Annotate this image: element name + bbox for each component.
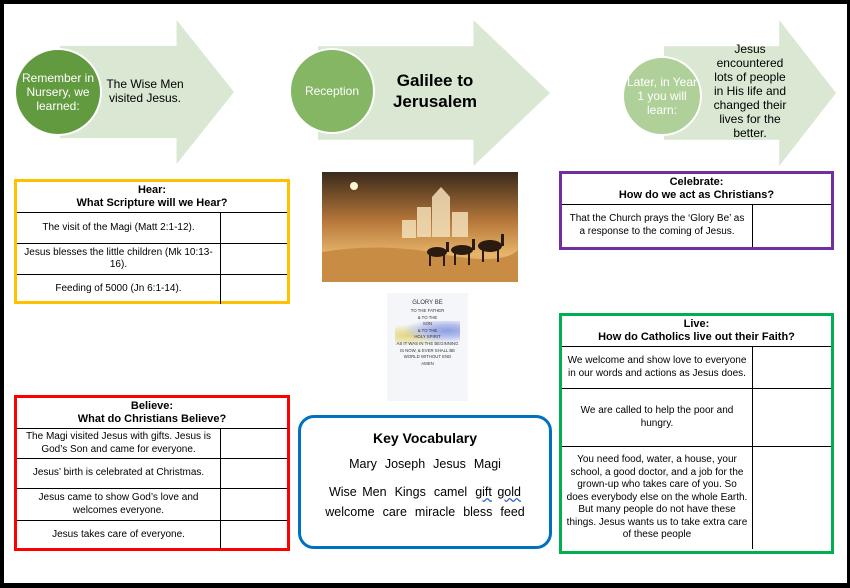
vocab-title: Key Vocabulary xyxy=(372,430,477,446)
prayer-line: GLORY BE xyxy=(412,300,443,306)
vocab-word: gold xyxy=(497,485,521,499)
believe-row: Jesus came to show God’s love and welcom… xyxy=(17,488,221,521)
hear-box: Hear:What Scripture will we Hear? The vi… xyxy=(14,179,290,304)
prayer-line: AS IT WAS IN THE BEGINNING xyxy=(396,340,459,346)
live-check-cell[interactable] xyxy=(752,346,831,389)
live-row: We welcome and show love to everyone in … xyxy=(562,346,753,389)
live-check-cell[interactable] xyxy=(752,446,831,549)
prayer-line: HOLY SPIRIT xyxy=(414,334,441,340)
believe-check-cell[interactable] xyxy=(220,428,287,459)
vocab-word: camel xyxy=(433,485,468,499)
vocab-word: feed xyxy=(500,505,525,519)
live-box: Live:How do Catholics live out their Fai… xyxy=(559,313,834,554)
believe-row: Jesus’ birth is celebrated at Christmas. xyxy=(17,458,221,489)
vocab-word: Jesus xyxy=(433,457,466,471)
prayer-line: TO THE FATHER xyxy=(410,308,445,313)
prayer-line: & TO THE xyxy=(417,314,438,320)
hear-heading: Hear:What Scripture will we Hear? xyxy=(17,182,287,213)
dove-wings-icon xyxy=(395,321,460,345)
magi-image xyxy=(322,172,518,282)
vocab-word: Joseph xyxy=(384,457,426,471)
circle-nursery: Remember in Nursery, we learned: xyxy=(14,48,102,136)
vocab-word: gift xyxy=(475,485,492,499)
prayer-line: WORLD WITHOUT END xyxy=(403,354,452,360)
vocab-word: Mary xyxy=(349,457,377,471)
prayer-line: AMEN xyxy=(421,360,434,366)
prayer-line: IS NOW, & EVER SHALL BE xyxy=(399,347,456,353)
live-row: We are called to help the poor and hungr… xyxy=(562,388,753,447)
vocab-word: welcome xyxy=(325,505,375,519)
circle-year1: Later, in Year 1 you will learn: xyxy=(622,56,702,136)
live-check-cell[interactable] xyxy=(752,388,831,447)
circle-year1-label: Later, in Year 1 you will learn: xyxy=(626,75,698,117)
reception-title: Galilee to Jerusalem xyxy=(392,71,478,111)
glory-be-prayer-card: GLORY BE TO THE FATHER & TO THE SON & TO… xyxy=(387,293,468,401)
vocab-word: Wise Men xyxy=(328,485,387,499)
hear-row: The visit of the Magi (Matt 2:1-12). xyxy=(17,212,221,244)
celebrate-box: Celebrate:How do we act as Christians? T… xyxy=(559,171,834,250)
hear-row: Feeding of 5000 (Jn 6:1-14). xyxy=(17,274,221,304)
prayer-line: & TO THE xyxy=(417,327,438,333)
live-heading: Live:How do Catholics live out their Fai… xyxy=(562,316,831,347)
believe-check-cell[interactable] xyxy=(220,520,287,549)
believe-check-cell[interactable] xyxy=(220,458,287,489)
key-vocabulary-box: Key Vocabulary Mary Joseph Jesus Magi Wise … xyxy=(298,415,552,549)
prayer-line: SON xyxy=(422,321,433,327)
vocab-word: Kings xyxy=(394,485,426,499)
circle-reception: Reception xyxy=(289,48,375,134)
hear-check-cell[interactable] xyxy=(220,243,287,275)
vocab-word: care xyxy=(382,505,407,519)
hear-row: Jesus blesses the little children (Mk 10… xyxy=(17,243,221,275)
believe-box: Believe:What do Christians Believe? The … xyxy=(14,395,290,551)
celebrate-row: That the Church prays the ‘Glory Be’ as … xyxy=(562,204,753,247)
hear-check-cell[interactable] xyxy=(220,274,287,304)
year1-text: Jesus encountered lots of people in His … xyxy=(713,42,787,140)
celebrate-heading: Celebrate:How do we act as Christians? xyxy=(562,174,831,205)
believe-heading: Believe:What do Christians Believe? xyxy=(17,398,287,429)
believe-row: The Magi visited Jesus with gifts. Jesus… xyxy=(17,428,221,459)
believe-check-cell[interactable] xyxy=(220,488,287,521)
vocab-word: miracle xyxy=(414,505,456,519)
celebrate-check-cell[interactable] xyxy=(752,204,831,247)
vocab-word: Magi xyxy=(473,457,501,471)
circle-reception-label: Reception xyxy=(304,84,360,98)
hear-check-cell[interactable] xyxy=(220,212,287,244)
circle-nursery-label: Remember in Nursery, we learned: xyxy=(21,71,95,113)
believe-row: Jesus takes care of everyone. xyxy=(17,520,221,549)
vocab-word: bless xyxy=(463,505,493,519)
nursery-text: The Wise Men visited Jesus. xyxy=(106,77,184,105)
live-row: You need food, water, a house, your scho… xyxy=(562,446,753,549)
